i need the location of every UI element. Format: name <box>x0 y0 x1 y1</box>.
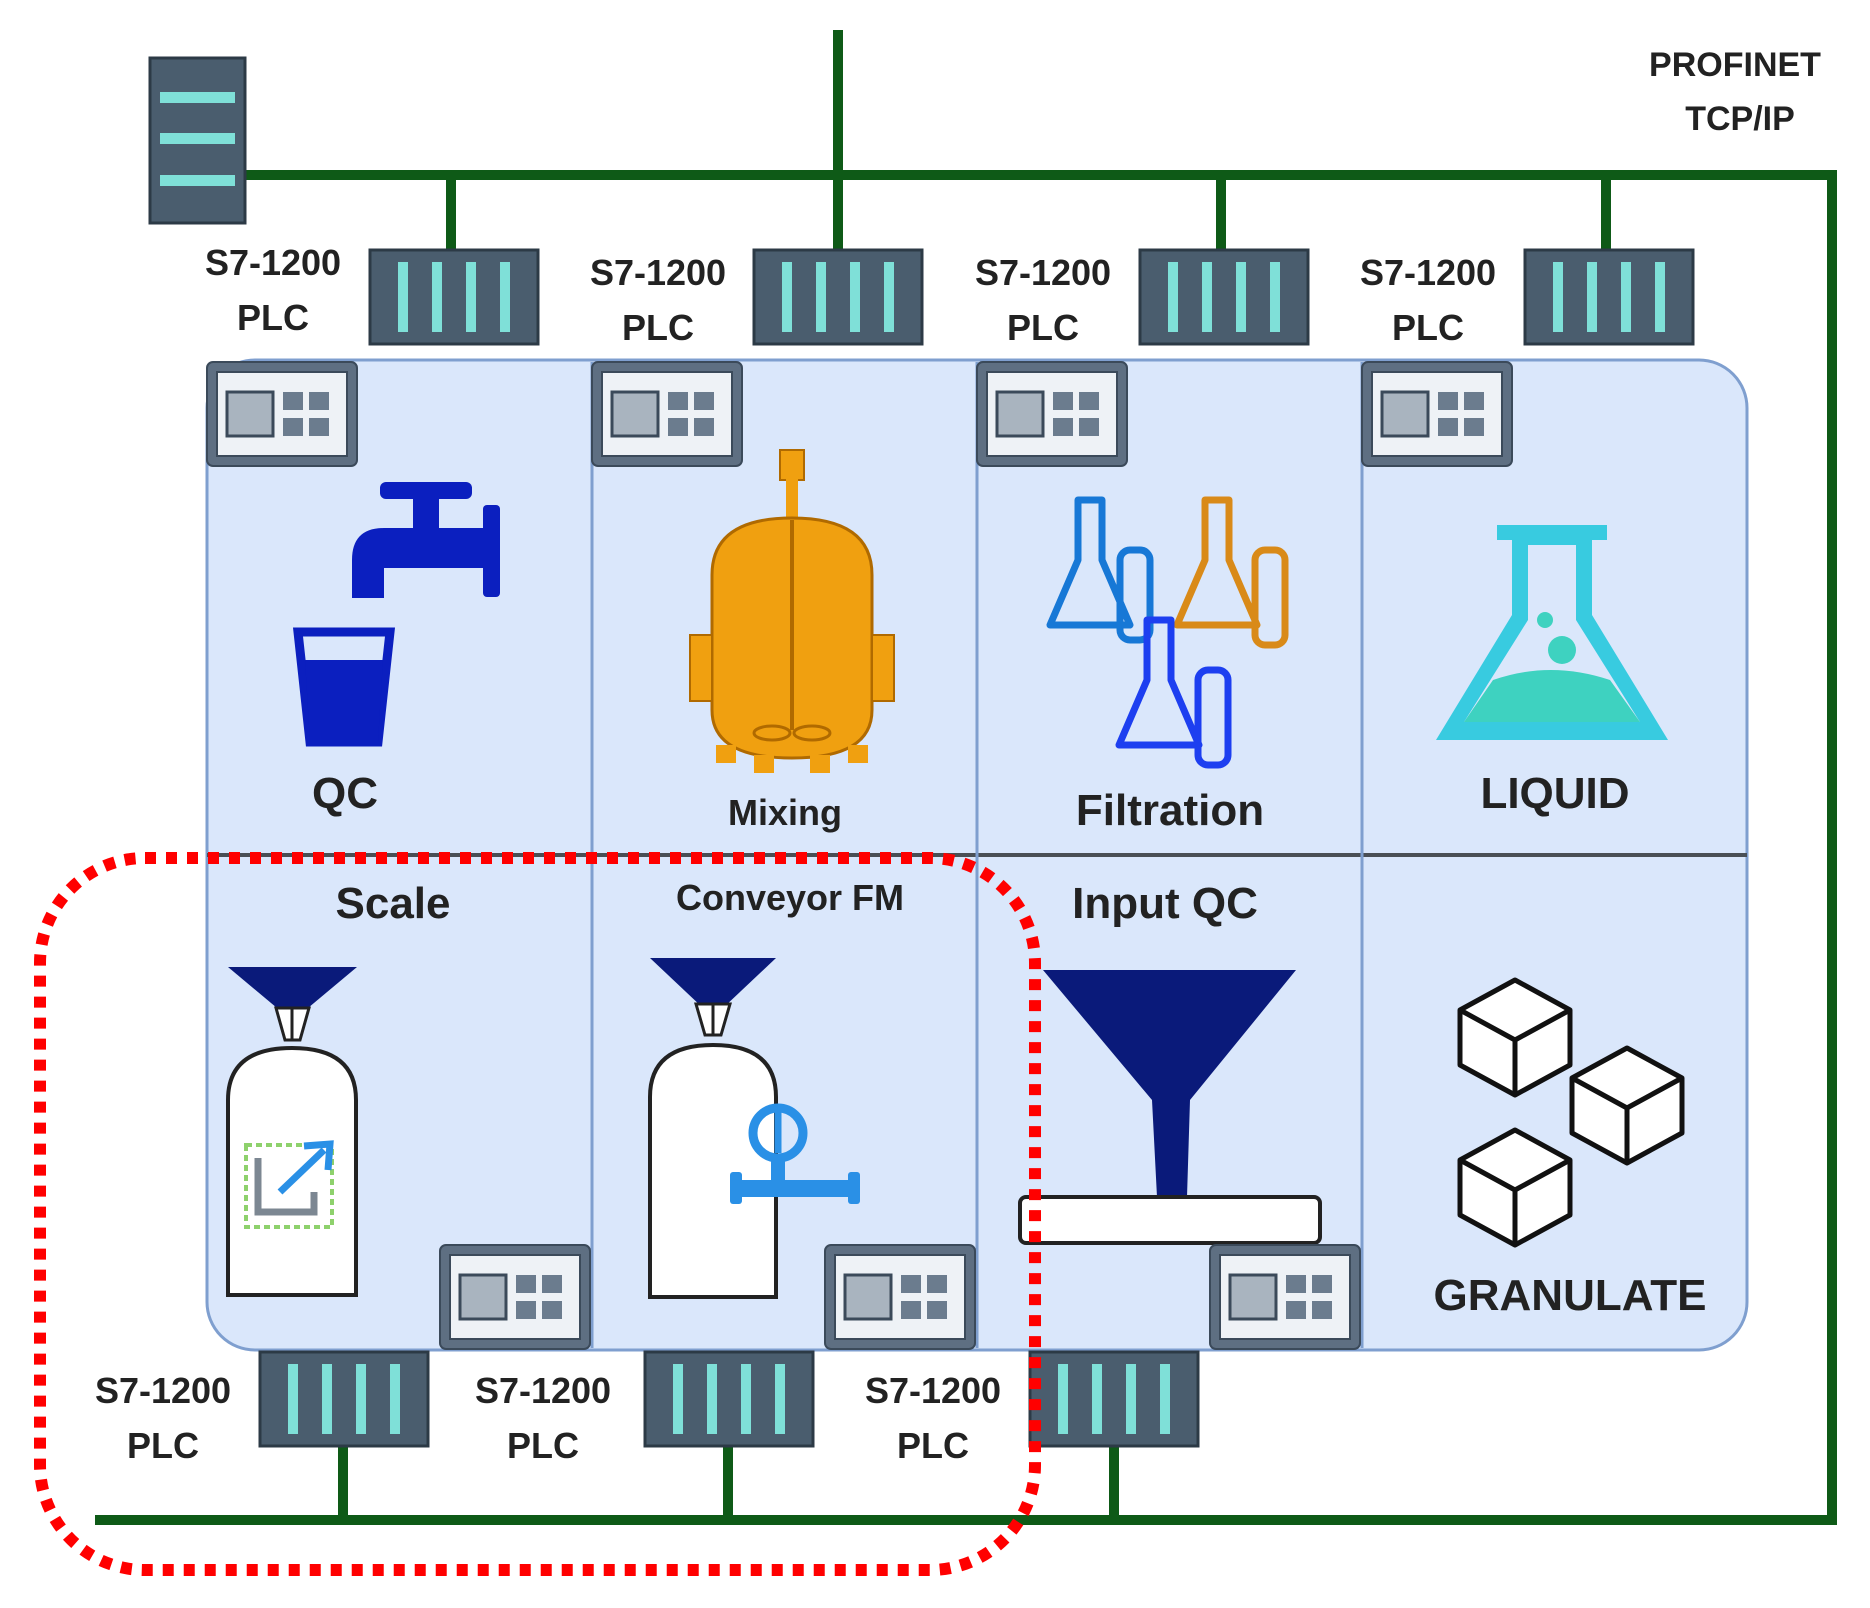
scale-silo-icon <box>226 967 358 1297</box>
erlenmeyer-flask-icon <box>1436 525 1668 740</box>
reactor-tank-icon <box>689 449 895 773</box>
plc-model-label: S7-1200 <box>475 1370 611 1411</box>
hmi-panel-icon <box>438 1243 592 1351</box>
flowmeter-silo-icon <box>648 958 860 1299</box>
plc-top-liquid <box>1523 248 1695 346</box>
module-label-input-qc: Input QC <box>1072 879 1258 928</box>
plc-bottom-input-qc <box>1028 1350 1200 1448</box>
plc-model-label: S7-1200 <box>590 252 726 293</box>
plc-type-label: PLC <box>622 307 694 348</box>
hmi-panel-icon <box>975 360 1129 468</box>
plc-type-label: PLC <box>507 1425 579 1466</box>
plc-type-label: PLC <box>1007 307 1079 348</box>
plc-top-mixing <box>752 248 924 346</box>
hmi-panel-icon <box>590 360 744 468</box>
plc-model-label: S7-1200 <box>95 1370 231 1411</box>
plc-type-label: PLC <box>237 297 309 338</box>
module-label-liquid: LIQUID <box>1480 769 1629 818</box>
server-rack-icon <box>148 56 247 225</box>
module-label-scale: Scale <box>336 879 451 928</box>
hmi-panel-icon <box>205 360 359 468</box>
funnel-icon <box>1018 970 1322 1245</box>
plc-type-label: PLC <box>1392 307 1464 348</box>
plc-bottom-scale <box>258 1350 430 1448</box>
cubes-icon <box>1457 977 1685 1248</box>
profinet-bus <box>95 30 1837 1525</box>
module-label-conveyor: Conveyor FM <box>676 877 904 918</box>
plc-type-label: PLC <box>897 1425 969 1466</box>
hmi-panel-icon <box>1208 1243 1362 1351</box>
highlight-region <box>34 852 1041 1576</box>
module-label-filtration: Filtration <box>1076 786 1264 835</box>
plc-type-label: PLC <box>127 1425 199 1466</box>
hmi-panel-icon <box>823 1243 977 1351</box>
network-label-line2: TCP/IP <box>1685 100 1795 138</box>
plc-model-label: S7-1200 <box>865 1370 1001 1411</box>
module-label-granulate: GRANULATE <box>1434 1271 1707 1320</box>
hmi-panel-icon <box>1360 360 1514 468</box>
plc-top-qc <box>368 248 540 346</box>
module-label-mixing: Mixing <box>728 792 842 833</box>
plc-model-label: S7-1200 <box>205 242 341 283</box>
plc-bottom-conveyor <box>643 1350 815 1448</box>
network-label-line1: PROFINET <box>1649 46 1821 84</box>
lab-flasks-icon <box>1046 496 1289 769</box>
plc-model-label: S7-1200 <box>1360 252 1496 293</box>
plc-top-filtration <box>1138 248 1310 346</box>
plc-model-label: S7-1200 <box>975 252 1111 293</box>
module-label-qc: QC <box>312 769 378 818</box>
water-tap-glass-icon <box>292 482 500 747</box>
